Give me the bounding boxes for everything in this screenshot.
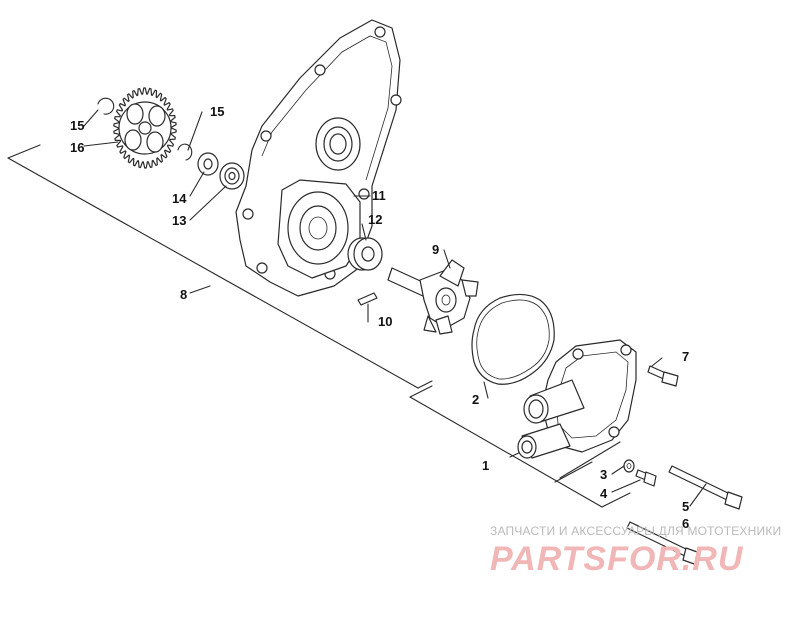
bolt-long (668, 465, 743, 510)
label-5: 5 (682, 499, 689, 514)
watermark-tagline: ЗАПЧАСТИ И АКСЕССУАРЫ ДЛЯ МОТОТЕХНИКИ (490, 524, 782, 538)
label-3: 3 (600, 467, 607, 482)
label-11: 11 (372, 188, 386, 203)
dowel-pin (357, 292, 378, 306)
label-7: 7 (682, 349, 689, 364)
label-15a: 15 (70, 118, 84, 133)
assembly-bracket-8 (7, 144, 433, 389)
label-14: 14 (172, 191, 187, 206)
label-12: 12 (368, 212, 382, 227)
label-1: 1 (482, 458, 489, 473)
label-15b: 15 (210, 104, 224, 119)
label-9: 9 (432, 242, 439, 257)
label-4: 4 (600, 486, 608, 501)
label-16: 16 (70, 140, 84, 155)
label-6: 6 (682, 516, 689, 531)
label-2: 2 (472, 392, 479, 407)
washer (197, 152, 219, 176)
circlip-right (177, 143, 193, 161)
watermark-brand-logo: PARTSFOR.RU (490, 540, 744, 578)
water-pump-cover (517, 339, 637, 459)
part-number-labels: 15 16 15 14 13 11 12 9 8 10 2 7 1 3 4 5 … (70, 104, 689, 531)
drive-gear (113, 87, 177, 169)
o-ring-gasket (471, 293, 555, 385)
label-13: 13 (172, 213, 186, 228)
bolt-long-lower (626, 521, 701, 566)
label-8: 8 (180, 287, 187, 302)
engine-cover (235, 19, 402, 297)
bearing (219, 162, 245, 190)
bolt-short-top (647, 365, 679, 387)
leader-lines (83, 109, 707, 507)
circlip-left (97, 97, 115, 115)
oil-seal (347, 237, 383, 271)
drain-bolt (635, 469, 657, 487)
impeller-shaft (387, 259, 479, 335)
sealing-washer (623, 459, 635, 473)
label-10: 10 (378, 314, 392, 329)
